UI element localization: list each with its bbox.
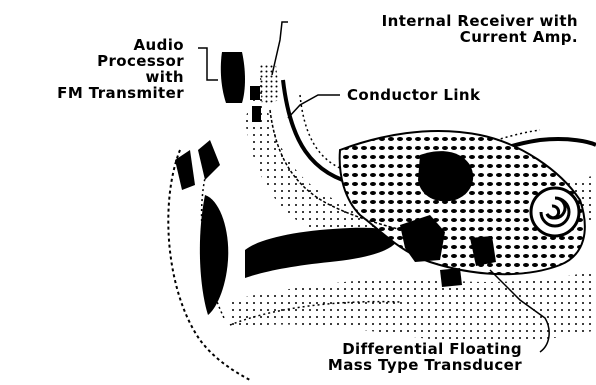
audio-processor-device: [221, 52, 245, 103]
label-audio-processor-line-3: with: [57, 69, 184, 85]
cochlea: [531, 188, 579, 236]
leader-internal-receiver: [272, 22, 288, 75]
label-audio-processor-line-1: Audio: [57, 37, 184, 53]
label-audio-processor-line-2: Processor: [57, 53, 184, 69]
label-internal-receiver-line-1: Internal Receiver with: [292, 13, 578, 29]
label-audio-processor: Audio Processor with FM Transmiter: [57, 37, 184, 101]
label-audio-processor-line-4: FM Transmiter: [57, 85, 184, 101]
leader-conductor-link: [288, 95, 340, 118]
outer-ear-pinna: [168, 140, 250, 380]
label-internal-receiver-line-2: Current Amp.: [292, 29, 578, 45]
label-transducer: Differential Floating Mass Type Transduc…: [240, 341, 522, 373]
label-conductor-link-text: Conductor Link: [347, 87, 480, 103]
label-conductor-link: Conductor Link: [347, 87, 480, 103]
label-internal-receiver: Internal Receiver with Current Amp.: [292, 13, 578, 45]
label-transducer-line-2: Mass Type Transducer: [240, 357, 522, 373]
ear-canal: [245, 228, 400, 278]
lower-tissue: [230, 270, 596, 342]
label-transducer-line-1: Differential Floating: [240, 341, 522, 357]
leader-audio-processor: [198, 48, 218, 80]
